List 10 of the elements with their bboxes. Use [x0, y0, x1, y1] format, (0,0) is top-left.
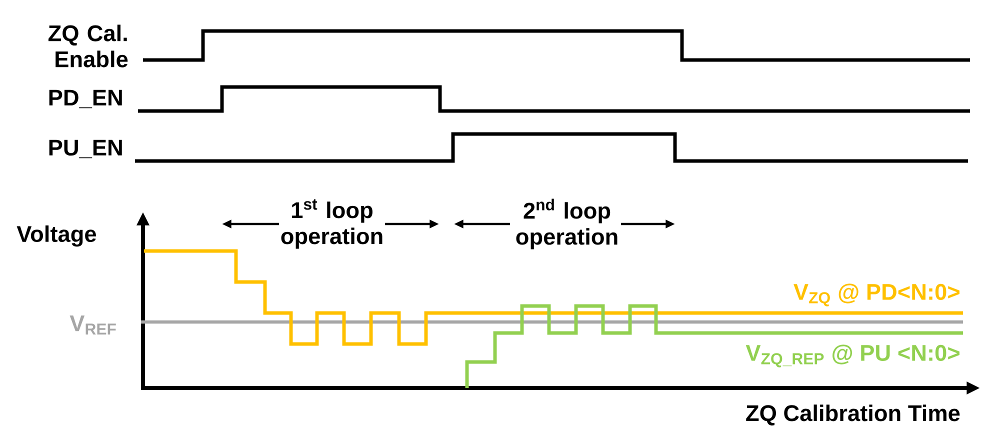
trace-label: V$_{ZQ}$ @ PD<N:0> [794, 284, 960, 306]
axis-label: Voltage [16, 225, 96, 247]
signal-label: PD_EN [49, 90, 122, 108]
axis-label: ZQ Calibration Time [746, 404, 960, 426]
phase-label: 1$^{st}$ loop operation [281, 199, 382, 249]
trace-label: V$_{REF}$ [70, 315, 116, 335]
phase-label: 2$^{nd}$ loop operation [516, 198, 618, 250]
trace-label: V$_{ZQ_REP}$ @ PU <N:0> [746, 344, 960, 368]
signal-label: PU_EN [49, 140, 122, 158]
signal-label: ZQ Cal. Enable [48, 24, 128, 68]
